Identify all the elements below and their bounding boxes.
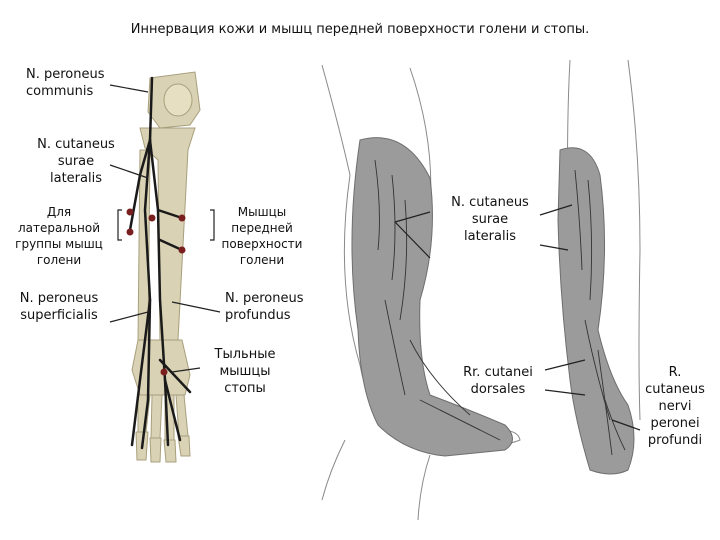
label-r-cutaneus-nervi-peronei-profundi: R. cutaneus nervi peronei profundi xyxy=(645,365,705,448)
leg-nerves xyxy=(128,76,192,450)
label-n-cutaneus-surae-lateralis-right: N. cutaneus surae lateralis xyxy=(451,195,529,244)
label-anterior-surface-muscles: Мышцы передней поверхности голени xyxy=(221,205,303,267)
label-n-cutaneus-surae-lateralis-left: N. cutaneus surae lateralis xyxy=(37,137,115,186)
label-rr-cutanei-dorsales: Rr. cutanei dorsales xyxy=(463,365,533,397)
right-pointer-arrows xyxy=(394,204,641,431)
left-pointer-arrows xyxy=(109,84,221,373)
muscle-branch-dots xyxy=(126,208,186,376)
label-n-peroneus-superficialis: N. peroneus superficialis xyxy=(19,291,99,323)
diagram-title: Иннервация кожи и мышц передней поверхно… xyxy=(130,22,590,37)
label-dorsal-foot-muscles: Тыльные мышцы стопы xyxy=(214,347,276,396)
silhouette-nerves-anterior xyxy=(574,169,626,456)
label-n-peroneus-communis: N. peroneus communis xyxy=(26,67,105,99)
label-n-peroneus-profundus: N. peroneus profundus xyxy=(225,291,304,323)
silhouette-nerves-lateral xyxy=(374,159,501,441)
label-lateral-group-muscles: Для латеральной группы мышц голени xyxy=(15,205,103,267)
leg-silhouette-anterior xyxy=(557,59,641,475)
leg-silhouette-lateral xyxy=(321,64,521,521)
